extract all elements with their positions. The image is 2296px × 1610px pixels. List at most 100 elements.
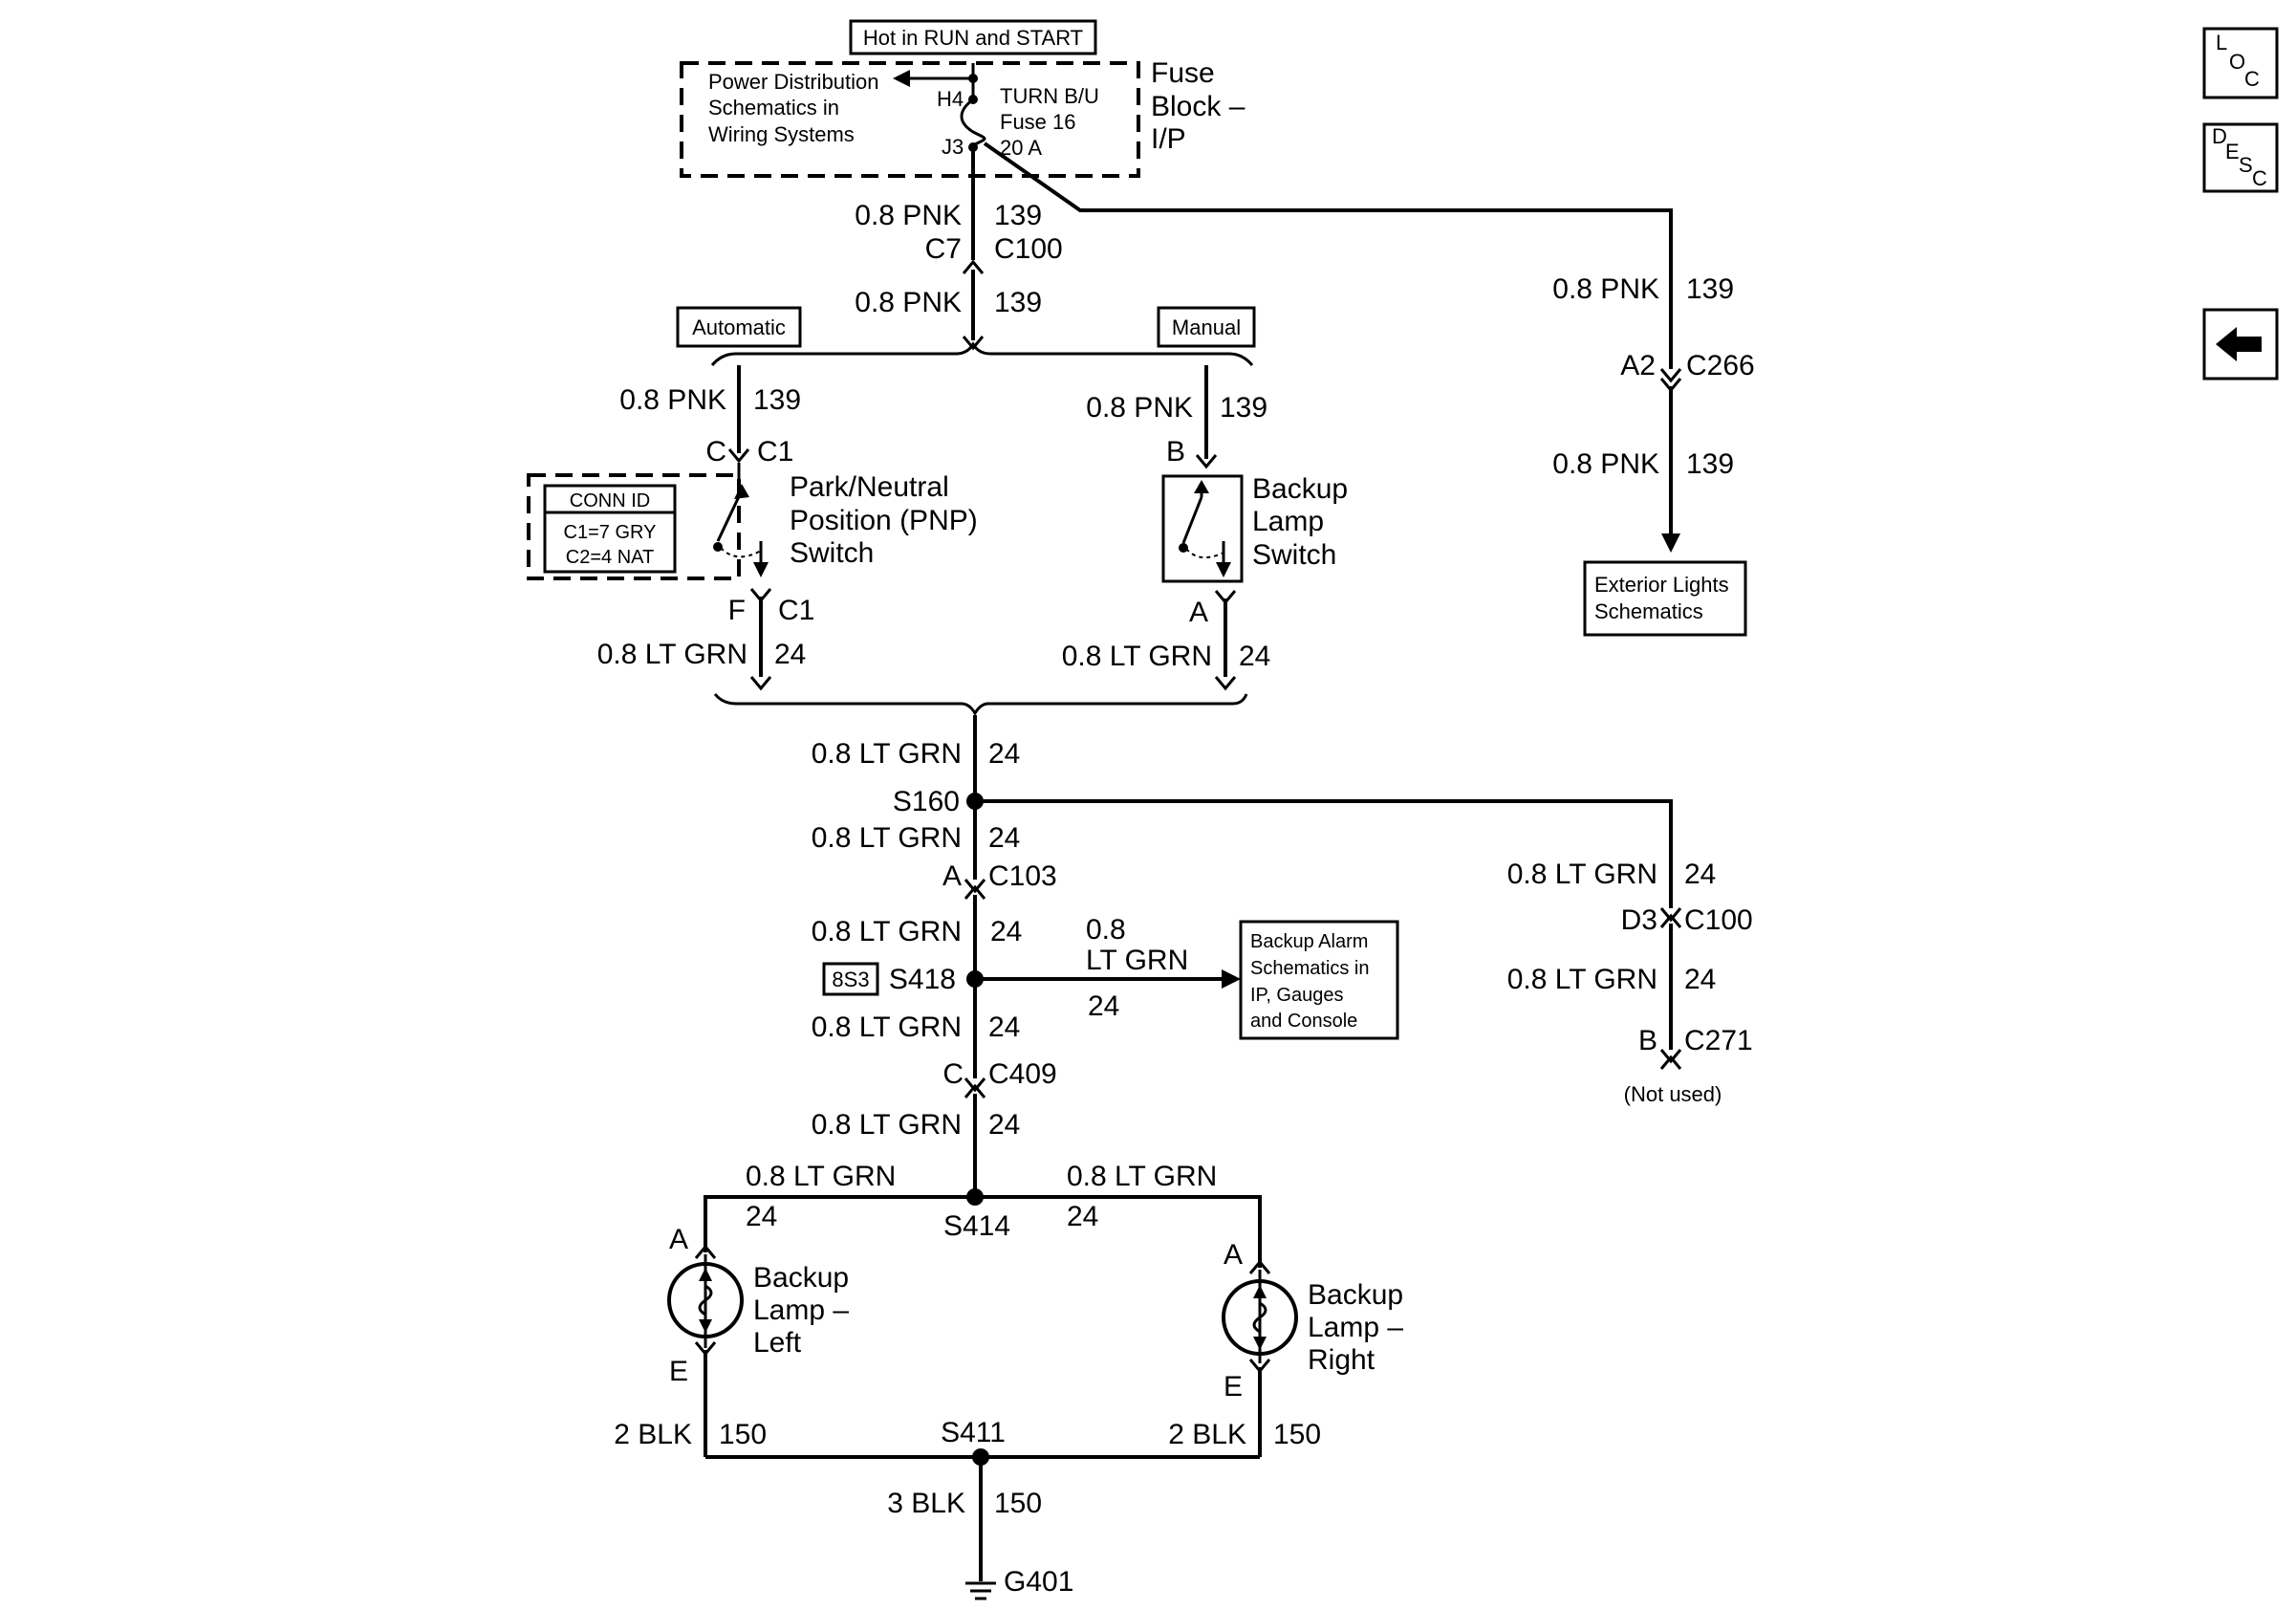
manual-label: Manual xyxy=(1172,315,1241,339)
lamp-left-wire: 0.8 LT GRN xyxy=(746,1161,896,1192)
manual-box xyxy=(1157,306,1256,348)
fuse-block-label-line3: I/P xyxy=(1151,123,1186,155)
lamp-right-wire: 0.8 LT GRN xyxy=(1067,1161,1217,1192)
ground-left-wire: 2 BLK xyxy=(614,1419,692,1450)
power-distribution-line3: Wiring Systems xyxy=(708,122,855,146)
ground-id: G401 xyxy=(1004,1566,1073,1598)
feed-wire-2: 0.8 PNK xyxy=(855,287,962,318)
pnp-switch-icon xyxy=(713,463,769,577)
feed-circuit-2: 139 xyxy=(994,287,1042,318)
alarm-dest-line1: Backup Alarm xyxy=(1250,931,1368,952)
backup-lamp-right-icon xyxy=(1222,1279,1298,1356)
alarm-dest-line2: Schematics in xyxy=(1250,958,1370,979)
feed-conn-pin: C7 xyxy=(925,233,962,265)
fuse-name-line1: TURN B/U xyxy=(1000,84,1099,108)
automatic-box xyxy=(676,306,802,348)
exterior-lights-line2: Schematics xyxy=(1594,599,1703,623)
alarm-dest-line4: and Console xyxy=(1250,1011,1357,1032)
desc-letter-4: C xyxy=(2252,166,2267,190)
pnp-circuit-in: 139 xyxy=(753,384,801,416)
trunk-circuit-4: 24 xyxy=(988,1012,1020,1043)
tag-8s3-box xyxy=(822,962,879,996)
ext-conn: C266 xyxy=(1686,350,1755,381)
conn-id-title: CONN ID xyxy=(570,490,650,511)
ground-circuit-num: 150 xyxy=(994,1488,1042,1519)
alarm-dest-line3: IP, Gauges xyxy=(1250,985,1343,1006)
pnp-name-line1: Park/Neutral xyxy=(790,471,949,503)
tag-8s3: 8S3 xyxy=(832,968,869,991)
conn-id-c2: C2=4 NAT xyxy=(566,547,654,568)
trunk-conn1-pin: A xyxy=(942,860,962,892)
power-distribution-line1: Power Distribution xyxy=(708,70,879,94)
trunk-wire-4: 0.8 LT GRN xyxy=(812,1012,962,1043)
ground-right-circuit: 150 xyxy=(1273,1419,1321,1450)
bls-name-line3: Switch xyxy=(1252,539,1336,571)
exterior-lights-branch: 0.8 PNK 139 A2 C266 0.8 PNK 139 Exterior… xyxy=(983,141,1755,637)
fuse-pin-j3: J3 xyxy=(942,135,964,159)
lamp-right-name-2: Lamp – xyxy=(1308,1312,1403,1343)
pnp-wire-out: 0.8 LT GRN xyxy=(597,639,747,670)
backup-lamp-switch: 0.8 PNK 139 B Backup Lamp Switch A 0.8 L… xyxy=(713,365,1348,716)
fuse-block: Hot in RUN and START Power Distribution … xyxy=(680,19,1245,178)
ext-conn-pin: A2 xyxy=(1620,350,1656,381)
s160-conn2-pin: B xyxy=(1638,1025,1657,1056)
loc-button[interactable]: L O C xyxy=(2202,27,2279,99)
ground-left-circuit: 150 xyxy=(719,1419,767,1450)
backup-alarm-link-box[interactable] xyxy=(1239,920,1399,1040)
back-button[interactable] xyxy=(2202,308,2279,381)
trunk-circuit-3: 24 xyxy=(990,916,1022,947)
pnp-name-line3: Switch xyxy=(790,537,874,569)
ground-circuit: S411 2 BLK 150 2 BLK 150 3 BLK 150 G401 xyxy=(614,1417,1321,1600)
exterior-lights-link-box[interactable] xyxy=(1583,560,1747,637)
ext-wire-2: 0.8 PNK xyxy=(1552,448,1659,480)
hot-in-run-start-box xyxy=(849,19,1097,55)
lamp-left-name-3: Left xyxy=(753,1327,802,1359)
alarm-circuit: 24 xyxy=(1088,990,1119,1022)
trunk-circuit-2: 24 xyxy=(988,822,1020,854)
feed-conn: C100 xyxy=(994,233,1063,265)
pnp-circuit-out: 24 xyxy=(774,639,806,670)
trunk-conn2: C409 xyxy=(988,1058,1057,1090)
fuse-pin-h4: H4 xyxy=(937,87,964,111)
backup-lamps: S414 0.8 LT GRN 24 0.8 LT GRN 24 A E Bac… xyxy=(667,1161,1403,1457)
lamp-right-name-3: Right xyxy=(1308,1344,1375,1376)
lamp-right-pin-in: A xyxy=(1224,1239,1243,1271)
s160-conn1-pin: D3 xyxy=(1621,904,1657,936)
lamp-right-circuit: 24 xyxy=(1067,1201,1098,1232)
lamp-right-pin-out: E xyxy=(1224,1371,1243,1403)
left-arrow-icon xyxy=(2216,327,2262,361)
pnp-pin-in: C xyxy=(705,436,726,468)
splice-s414-label: S414 xyxy=(943,1210,1010,1242)
pnp-pin-out: F xyxy=(728,595,746,626)
ground-right-wire: 2 BLK xyxy=(1168,1419,1246,1450)
ext-circuit-2: 139 xyxy=(1686,448,1734,480)
automatic-label: Automatic xyxy=(692,315,786,339)
pnp-switch-outline xyxy=(527,473,741,580)
loc-letter-3: C xyxy=(2244,67,2260,91)
pnp-switch: 0.8 PNK 139 C C1 CONN ID C1=7 GRY C2=4 N… xyxy=(527,365,978,691)
desc-letter-3: S xyxy=(2239,153,2253,177)
bls-circuit-out: 24 xyxy=(1239,641,1270,672)
s160-not-used-note: (Not used) xyxy=(1624,1082,1722,1106)
trunk-circuit-1: 24 xyxy=(988,738,1020,770)
power-distribution-line2: Schematics in xyxy=(708,96,839,120)
s160-conn1: C100 xyxy=(1684,904,1753,936)
fuse-block-outline xyxy=(680,61,1140,178)
bls-wire-in: 0.8 PNK xyxy=(1086,392,1193,424)
trunk-wire-5: 0.8 LT GRN xyxy=(812,1109,962,1141)
lamp-left-pin-in: A xyxy=(669,1224,688,1255)
trunk-conn2-pin: C xyxy=(942,1058,964,1090)
exterior-lights-line1: Exterior Lights xyxy=(1594,573,1729,597)
alarm-wire-line2: LT GRN xyxy=(1086,945,1188,976)
ext-wire-1: 0.8 PNK xyxy=(1552,273,1659,305)
lamp-left-name-1: Backup xyxy=(753,1262,849,1294)
desc-button[interactable]: D E S C xyxy=(2202,122,2279,193)
loc-letter-2: O xyxy=(2229,50,2245,74)
splice-s160-label: S160 xyxy=(893,786,960,817)
s160-wire-2: 0.8 LT GRN xyxy=(1507,964,1657,995)
trunk-wire-2: 0.8 LT GRN xyxy=(812,822,962,854)
feed-wire-1: 0.8 PNK xyxy=(855,200,962,231)
lamp-left-circuit: 24 xyxy=(746,1201,777,1232)
s160-branch: 0.8 LT GRN 24 D3 C100 0.8 LT GRN 24 B C2… xyxy=(975,799,1753,1106)
